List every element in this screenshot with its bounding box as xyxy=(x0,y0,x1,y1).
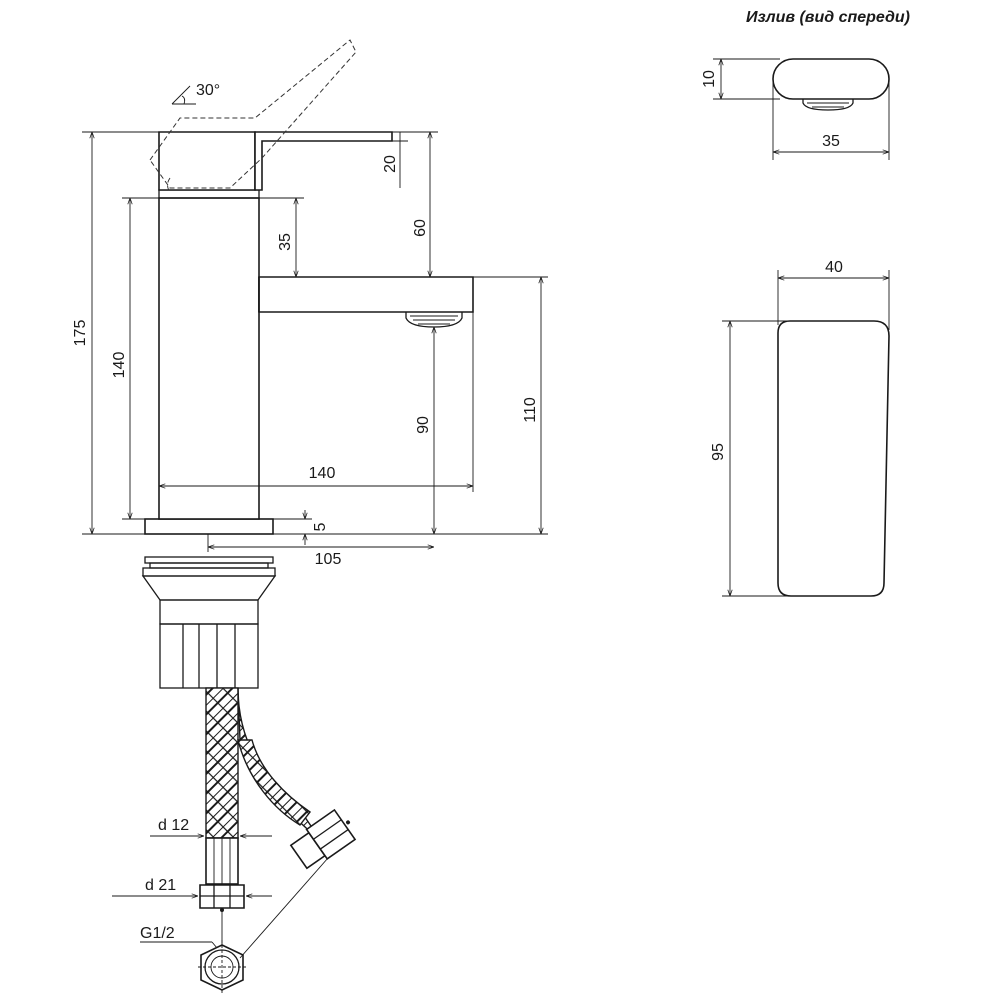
dim-d21: d 21 xyxy=(145,877,176,894)
hose-fitting-curved xyxy=(305,808,357,861)
faucet-base xyxy=(144,518,274,535)
dim-d12: d 12 xyxy=(158,817,189,834)
dim-105: 105 xyxy=(315,551,342,568)
faucet-spout xyxy=(258,276,474,313)
faucet-body xyxy=(158,197,260,520)
faucet-side-view: 30° 175 140 20 60 35 90 110 xyxy=(72,39,548,568)
angle-marker: 30° xyxy=(171,82,220,105)
lever-front-view: 40 95 xyxy=(710,259,890,597)
dim-60: 60 xyxy=(412,219,429,237)
hose-curved xyxy=(237,739,312,826)
dim-35-vertical: 35 xyxy=(277,233,294,251)
lever-handle xyxy=(158,131,256,191)
mounting-nut xyxy=(159,623,259,689)
dim-90: 90 xyxy=(415,416,432,434)
angle-label: 30° xyxy=(196,82,220,99)
dim-175: 175 xyxy=(72,320,89,347)
dim-lever-height: 95 xyxy=(710,443,727,461)
spout-view-title: Излив (вид спереди) xyxy=(746,9,910,26)
lever-front-outline xyxy=(777,320,890,597)
flexible-hoses: d 12 d 21 G1/2 xyxy=(112,687,357,994)
hex-nut-end-view xyxy=(198,940,246,994)
spout-front-outline xyxy=(772,58,890,100)
spout-front-view: 10 35 xyxy=(701,58,890,160)
dim-spout-width: 35 xyxy=(822,133,840,150)
thread-label: G1/2 xyxy=(140,925,175,942)
dim-5: 5 xyxy=(312,522,329,531)
lever-raised-dashed xyxy=(149,39,357,193)
dim-20: 20 xyxy=(382,155,399,173)
dim-spout-height: 10 xyxy=(701,70,718,88)
mounting-assembly xyxy=(141,556,277,689)
dim-110: 110 xyxy=(522,397,539,423)
hose-straight xyxy=(205,687,239,839)
dim-140-horizontal: 140 xyxy=(309,465,336,482)
dim-lever-width: 40 xyxy=(825,259,843,276)
dim-140-vertical: 140 xyxy=(111,352,128,379)
aerator xyxy=(405,312,463,328)
